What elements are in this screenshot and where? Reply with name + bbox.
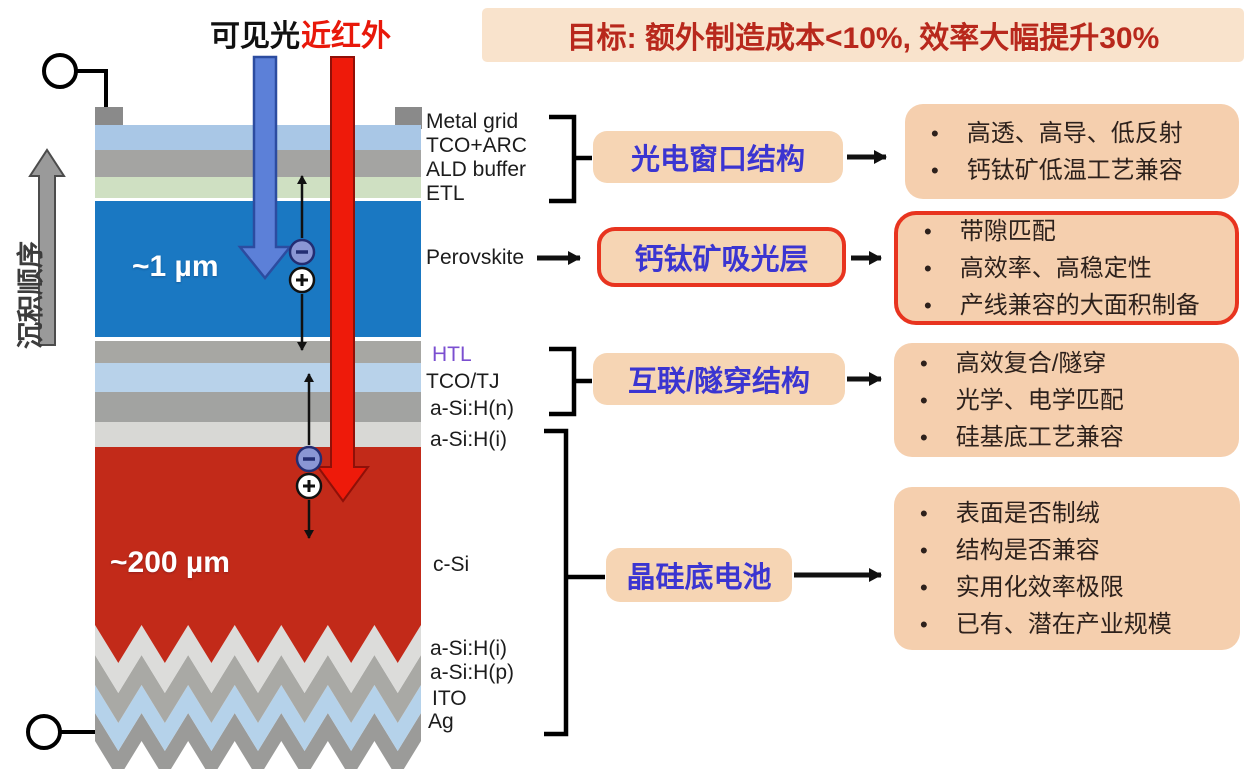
bracket-interconnect-layers: [549, 346, 577, 417]
section-box-interconnect-tunnel-label: 互联/隧穿结构: [627, 366, 811, 398]
layer-zigzag-ito: [95, 685, 421, 751]
layer-label-c-si: c-Si: [433, 553, 470, 576]
bullet-text: 光学、电学匹配: [955, 386, 1124, 414]
section-box-window-structure: 光电窗口结构: [593, 131, 843, 183]
hole-icon: [295, 472, 323, 500]
bullet-text: 实用化效率极限: [955, 573, 1124, 601]
bullet-item: 产线兼容的大面积制备: [920, 287, 1225, 324]
metal-grid-contact-left: [95, 107, 123, 129]
top-terminal-wire: [76, 69, 108, 108]
layer-label-asi-i-bottom: a-Si:H(i): [430, 637, 507, 660]
layer-label-htl: HTL: [432, 343, 472, 366]
bullet-text: 结构是否兼容: [955, 536, 1100, 564]
deposition-order-arrow-icon: [28, 148, 66, 346]
panel-interconnect-tunnel: 高效复合/隧穿 光学、电学匹配 硅基底工艺兼容: [894, 343, 1239, 457]
bullet-text: 高效复合/隧穿: [955, 349, 1107, 377]
section-box-silicon-bottom-cell: 晶硅底电池: [606, 548, 792, 602]
bullet-item: 已有、潜在产业规模: [916, 606, 1230, 643]
bullet-text: 产线兼容的大面积制备: [959, 291, 1200, 319]
section-box-silicon-bottom-cell-label: 晶硅底电池: [626, 562, 772, 594]
bullet-item: 硅基底工艺兼容: [916, 419, 1229, 456]
layer-zigzag-ag: [95, 713, 421, 769]
bullet-item: 高效复合/隧穿: [916, 345, 1229, 382]
bullet-text: 高透、高导、低反射: [966, 119, 1183, 147]
layer-label-ag: Ag: [428, 710, 454, 733]
layer-label-ito: ITO: [432, 687, 467, 710]
section-box-window-structure-label: 光电窗口结构: [630, 144, 805, 176]
deposition-order-label: 沉积顺序: [16, 241, 46, 349]
bracket-window-layers: [549, 114, 577, 204]
top-terminal-icon: [42, 53, 78, 89]
bullet-item: 钙钛矿低温工艺兼容: [927, 152, 1229, 189]
electron-icon: [288, 238, 316, 266]
visible-light-label: 可见光: [210, 20, 300, 53]
panel-silicon-bottom-cell: 表面是否制绒 结构是否兼容 实用化效率极限 已有、潜在产业规模: [894, 487, 1240, 650]
bullet-item: 表面是否制绒: [916, 495, 1230, 532]
bullet-text: 钙钛矿低温工艺兼容: [966, 156, 1183, 184]
bracket-bottom-cell-layers: [544, 428, 569, 737]
bullet-item: 结构是否兼容: [916, 532, 1230, 569]
bullet-item: 高效率、高稳定性: [920, 250, 1225, 287]
layer-label-tco-tj: TCO/TJ: [426, 370, 500, 393]
bullet-text: 已有、潜在产业规模: [955, 610, 1172, 638]
panel-perovskite-absorber: 带隙匹配 高效率、高稳定性 产线兼容的大面积制备: [894, 211, 1239, 325]
section-box-interconnect-tunnel: 互联/隧穿结构: [593, 353, 845, 405]
bottom-terminal-icon: [26, 714, 62, 750]
bullet-item: 光学、电学匹配: [916, 382, 1229, 419]
layer-rect-tco-tj: [95, 363, 421, 392]
layer-rect-htl: [95, 341, 421, 363]
bullet-item: 高透、高导、低反射: [927, 115, 1229, 152]
bullet-item: 带隙匹配: [920, 213, 1225, 250]
layer-label-asi-p: a-Si:H(p): [430, 661, 515, 684]
hole-icon: [288, 266, 316, 294]
near-infrared-arrow-icon: [316, 56, 370, 503]
electron-icon: [295, 445, 323, 473]
bullet-text: 硅基底工艺兼容: [955, 423, 1124, 451]
bullet-text: 带隙匹配: [959, 217, 1056, 245]
layer-zigzag-asi-p: [95, 655, 421, 723]
goal-banner-text: 目标: 额外制造成本<10%, 效率大幅提升30%: [566, 22, 1160, 55]
bullet-item: 实用化效率极限: [916, 569, 1230, 606]
bullet-text: 表面是否制绒: [955, 499, 1100, 527]
layer-label-perovskite: Perovskite: [426, 246, 525, 269]
metal-grid-contact-right: [395, 107, 422, 129]
layer-label-asi-n: a-Si:H(n): [430, 397, 515, 420]
layer-label-ald-buffer: ALD buffer: [426, 158, 527, 181]
layer-label-tco-arc: TCO+ARC: [426, 134, 527, 157]
layer-rect-c-si: [95, 447, 421, 663]
bullet-text: 高效率、高稳定性: [959, 254, 1152, 282]
goal-banner: 目标: 额外制造成本<10%, 效率大幅提升30%: [482, 8, 1244, 62]
layer-zigzag-asi-i: [95, 625, 421, 693]
section-box-perovskite-absorber-label: 钙钛矿吸光层: [634, 244, 809, 276]
layer-rect-asi-n: [95, 392, 421, 422]
panel-window-structure: 高透、高导、低反射 钙钛矿低温工艺兼容: [905, 104, 1239, 199]
near-infrared-label: 近红外: [301, 20, 391, 53]
section-box-perovskite-absorber: 钙钛矿吸光层: [597, 227, 846, 287]
layer-label-etl: ETL: [426, 182, 465, 205]
layer-rect-asi-i-top: [95, 422, 421, 447]
layer-label-metal-grid: Metal grid: [426, 110, 519, 133]
c-si-thickness-label: ~200 µm: [110, 546, 230, 579]
visible-light-arrow-icon: [237, 55, 293, 280]
perovskite-thickness-label: ~1 µm: [132, 250, 219, 283]
layer-label-asi-i-top: a-Si:H(i): [430, 428, 507, 451]
